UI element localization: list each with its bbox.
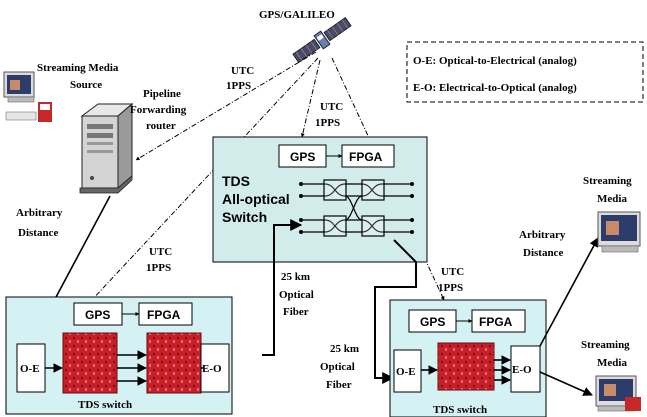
right-fpga-label: FPGA xyxy=(479,315,513,329)
left-switch-caption: TDS switch xyxy=(78,399,132,411)
sink-bottom-label-1: Streaming xyxy=(581,339,630,351)
router-label-2: Forwarding xyxy=(130,104,187,116)
switch-to-sink-bottom xyxy=(540,372,592,395)
sink-top-label-2: Media xyxy=(597,193,627,205)
source-label-1: Streaming Media xyxy=(37,62,119,74)
fiber-right-3: Fiber xyxy=(326,379,352,391)
router-utc-label: UTC xyxy=(231,65,254,77)
sink-top-label-1: Streaming xyxy=(583,175,632,187)
source-label-2: Source xyxy=(70,79,102,91)
optical-pps-label: 1PPS xyxy=(315,117,340,129)
distance-left-1: Arbitrary xyxy=(16,207,63,219)
optical-utc-label: UTC xyxy=(320,101,343,113)
fiber-left-1: 25 km xyxy=(281,271,310,283)
distance-right-2: Distance xyxy=(523,247,563,259)
left-switch-utc-label: UTC xyxy=(149,246,172,258)
optical-fpga-label: FPGA xyxy=(349,150,383,164)
legend-line-oe: O-E: Optical-to-Electrical (analog) xyxy=(413,55,577,67)
router-pps-label: 1PPS xyxy=(226,80,251,92)
router-label-1: Pipeline xyxy=(143,88,181,100)
left-fpga-label: FPGA xyxy=(147,308,181,322)
satellite-label: GPS/GALILEO xyxy=(259,9,335,21)
optical-title-1: TDS xyxy=(222,173,250,189)
right-switch-utc-label: UTC xyxy=(441,266,464,278)
fiber-right-2: Optical xyxy=(320,361,355,373)
router-label-3: router xyxy=(146,120,176,132)
left-switch-pps-label: 1PPS xyxy=(146,262,171,274)
left-eo-label: E-O xyxy=(202,363,222,375)
right-board xyxy=(438,343,494,390)
router-server-icon xyxy=(80,104,132,193)
right-switch-pps-label: 1PPS xyxy=(438,282,463,294)
right-tds-switch: GPS FPGA O-E E-O TDS switch xyxy=(390,300,546,417)
optical-title-3: Switch xyxy=(222,209,267,225)
left-tds-switch: GPS FPGA O-E E-O TDS switch xyxy=(6,297,232,414)
source-monitor-icon xyxy=(4,72,52,122)
sink-bottom-monitor-icon xyxy=(596,376,641,411)
legend-box: O-E: Optical-to-Electrical (analog) E-O:… xyxy=(407,42,643,102)
optical-switch-box: GPS FPGA TDS All-optical Switch xyxy=(213,137,427,262)
legend-line-eo: E-O: Electrical-to-Optical (analog) xyxy=(413,82,577,94)
right-gps-label: GPS xyxy=(420,315,445,329)
sink-top-monitor-icon xyxy=(598,212,640,252)
sink-bottom-label-2: Media xyxy=(597,357,627,369)
optical-title-2: All-optical xyxy=(222,191,290,207)
distance-left-2: Distance xyxy=(18,227,58,239)
left-oe-label: O-E xyxy=(20,363,40,375)
left-board-2 xyxy=(147,333,201,393)
satellite-icon xyxy=(291,15,353,65)
right-oe-label: O-E xyxy=(396,366,416,378)
fiber-right-1: 25 km xyxy=(330,343,359,355)
distance-right-1: Arbitrary xyxy=(519,229,566,241)
optical-gps-label: GPS xyxy=(290,150,315,164)
left-board-1 xyxy=(63,333,117,393)
fiber-left-3: Fiber xyxy=(283,306,309,318)
right-eo-label: E-O xyxy=(512,364,532,376)
fiber-left-2: Optical xyxy=(279,289,314,301)
right-switch-caption: TDS switch xyxy=(433,404,487,416)
left-gps-label: GPS xyxy=(85,308,110,322)
